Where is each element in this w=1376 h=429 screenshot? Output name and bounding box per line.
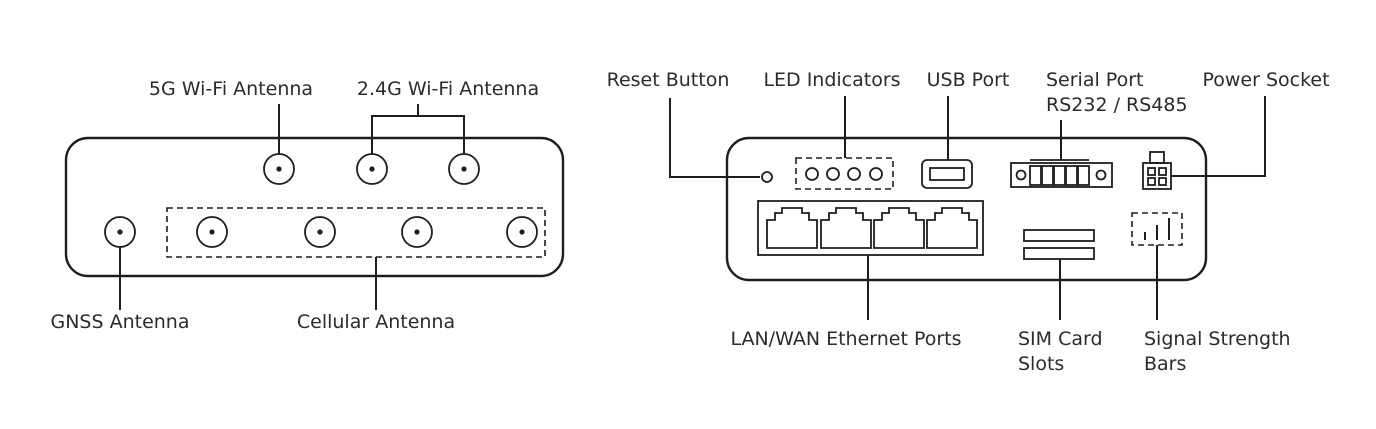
sim-card-slot-1	[1023, 229, 1095, 242]
cellular-antenna-connector-2	[304, 216, 336, 248]
led-indicator-3	[847, 167, 861, 181]
reset-button	[761, 171, 773, 183]
wifi-24g-label: 2.4G Wi-Fi Antenna	[357, 78, 539, 100]
signal-strength-outline	[1131, 212, 1183, 246]
reset-leader-line	[669, 98, 760, 178]
ethernet-label: LAN/WAN Ethernet Ports	[730, 328, 961, 350]
led-label: LED Indicators	[763, 69, 900, 91]
cellular-label: Cellular Antenna	[297, 311, 455, 333]
reset-label: Reset Button	[607, 69, 730, 91]
led-indicator-4	[869, 167, 883, 181]
led-indicator-2	[826, 167, 840, 181]
port-panel: Reset Button LED Indicators USB Port Ser…	[607, 69, 1330, 375]
gnss-label: GNSS Antenna	[50, 311, 189, 333]
serial-label-line-1: Serial Port	[1046, 69, 1143, 91]
power-label: Power Socket	[1202, 69, 1329, 91]
usb-label: USB Port	[927, 69, 1010, 91]
port-panel-body	[725, 136, 1208, 282]
wifi-5g-label: 5G Wi-Fi Antenna	[149, 78, 313, 100]
cellular-antenna-connector-3	[401, 216, 433, 248]
sim-label-line-2: Slots	[1018, 353, 1064, 375]
antenna-panel-body	[64, 136, 565, 278]
signal-label-line-2: Bars	[1144, 353, 1186, 375]
signal-label-line-1: Signal Strength	[1144, 328, 1291, 350]
serial-port-terminal	[1010, 159, 1113, 188]
ethernet-port-4	[926, 207, 978, 249]
led-indicator-1	[805, 167, 819, 181]
led-indicator-group-outline	[795, 157, 894, 190]
serial-label-line-2: RS232 / RS485	[1046, 94, 1188, 116]
ethernet-port-1	[766, 207, 818, 249]
sim-label-line-1: SIM Card	[1018, 328, 1103, 350]
antenna-panel: 5G Wi-Fi Antenna 2.4G Wi-Fi Antenna GNSS…	[50, 78, 565, 333]
ethernet-port-2	[820, 207, 872, 249]
cellular-antenna-group-outline	[166, 207, 546, 258]
cellular-antenna-connector-1	[196, 216, 228, 248]
ethernet-port-block	[757, 200, 984, 256]
ethernet-port-3	[873, 207, 925, 249]
cellular-antenna-connector-4	[506, 216, 538, 248]
wifi-24g-leader-line	[371, 104, 465, 154]
power-leader-line	[1171, 96, 1266, 177]
